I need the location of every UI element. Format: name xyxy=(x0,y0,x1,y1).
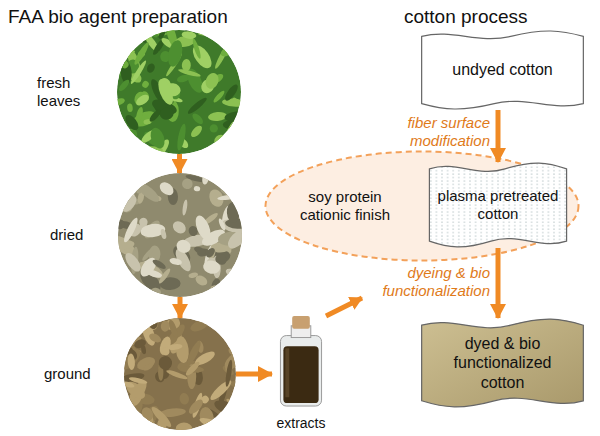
flow-arrow xyxy=(177,154,182,173)
node-text: fresh leaves xyxy=(37,74,103,110)
section-title: cotton process xyxy=(404,6,528,29)
flow-arrow xyxy=(236,372,272,377)
circle-shape xyxy=(117,30,241,154)
circle-node: dried xyxy=(118,173,242,297)
node-text: soy protein cationic finish xyxy=(286,188,404,224)
paper-node: dyed & bio functionalized cotton xyxy=(420,318,585,408)
extract-arrow xyxy=(326,298,362,316)
node-text: dyed & bio functionalized cotton xyxy=(442,334,563,392)
step-label: fiber surface modification xyxy=(366,114,490,150)
paper-node: plasma pretreated cotton xyxy=(428,162,568,248)
section-title: FAA bio agent preparation xyxy=(8,6,228,29)
node-text: dried xyxy=(50,226,106,244)
node-text: extracts xyxy=(264,415,338,432)
node-text: ground xyxy=(44,365,110,383)
circle-shape xyxy=(124,318,236,430)
ellipse-node: soy protein cationic finish plasma pretre… xyxy=(264,150,580,262)
flow-arrow xyxy=(178,297,183,318)
paper-node: undyed cotton xyxy=(420,30,585,110)
flow-arrow xyxy=(496,110,501,162)
step-label: dyeing & bio functionalization xyxy=(366,264,490,300)
circle-node: ground xyxy=(124,318,236,430)
node-text: undyed cotton xyxy=(430,60,575,79)
node-text: plasma pretreated cotton xyxy=(436,187,560,223)
circle-shape xyxy=(118,173,242,297)
flow-arrow xyxy=(496,248,501,318)
circle-node: fresh leaves xyxy=(117,30,241,154)
bottle-node: extracts xyxy=(272,316,330,432)
bottle-shape xyxy=(272,316,330,408)
